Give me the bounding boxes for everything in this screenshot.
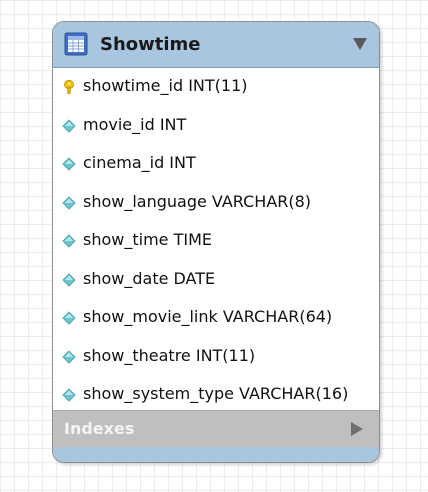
column-diamond-icon <box>62 311 76 325</box>
column-diamond-icon <box>62 349 76 364</box>
expand-triangle-icon[interactable] <box>351 422 363 436</box>
column-row[interactable]: show_language VARCHAR(8) <box>53 184 379 223</box>
column-diamond-icon <box>62 195 76 210</box>
column-label: show_time TIME <box>83 230 212 249</box>
collapse-triangle-icon[interactable] <box>353 38 367 50</box>
column-label: show_language VARCHAR(8) <box>83 191 312 211</box>
column-label: show_movie_link VARCHAR(64) <box>83 307 333 326</box>
column-row[interactable]: show_system_type VARCHAR(16) <box>53 376 379 415</box>
column-label: movie_id INT <box>83 114 187 134</box>
column-row[interactable]: showtime_id INT(11) <box>53 68 379 107</box>
column-diamond-icon <box>62 388 76 402</box>
column-row[interactable]: movie_id INT <box>53 107 379 146</box>
column-label: cinema_id INT <box>83 153 196 172</box>
column-label: show_theatre INT(11) <box>83 345 256 365</box>
column-diamond-icon <box>62 118 76 133</box>
table-icon <box>64 32 88 56</box>
column-row[interactable]: show_movie_link VARCHAR(64) <box>53 299 379 338</box>
column-row[interactable]: show_date DATE <box>53 261 379 300</box>
column-row[interactable]: show_time TIME <box>53 222 379 261</box>
indexes-label: Indexes <box>64 419 135 438</box>
column-row[interactable]: show_theatre INT(11) <box>53 338 379 377</box>
table-showtime[interactable]: Showtime showtime_id INT(11) movie_id IN… <box>52 21 380 463</box>
table-footer <box>53 447 379 462</box>
primary-key-icon <box>64 80 74 94</box>
column-list: showtime_id INT(11) movie_id INT cinema_… <box>53 68 379 415</box>
column-diamond-icon <box>62 157 76 171</box>
indexes-section[interactable]: Indexes <box>53 410 379 447</box>
table-header[interactable]: Showtime <box>53 22 379 68</box>
column-diamond-icon <box>62 234 76 248</box>
column-label: show_date DATE <box>83 268 216 288</box>
table-title: Showtime <box>100 34 201 55</box>
column-diamond-icon <box>62 272 76 287</box>
column-label: show_system_type VARCHAR(16) <box>83 384 349 403</box>
column-label: showtime_id INT(11) <box>83 76 248 95</box>
column-row[interactable]: cinema_id INT <box>53 145 379 184</box>
